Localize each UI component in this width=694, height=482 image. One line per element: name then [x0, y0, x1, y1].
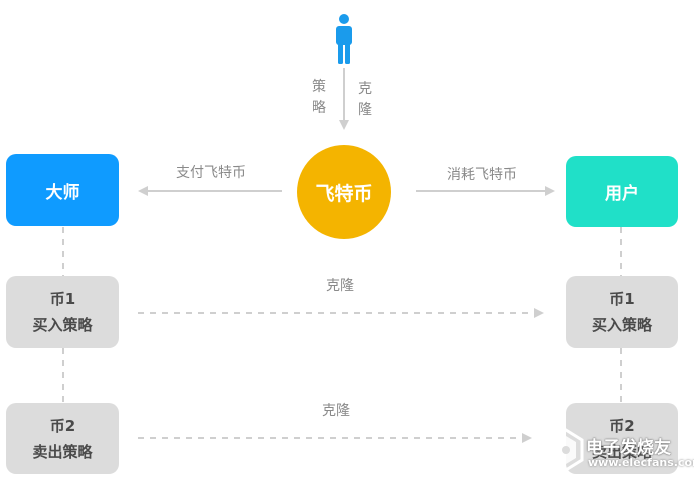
watermark-url: www.elecfans.com — [588, 456, 694, 469]
coin-name: 币1 — [609, 290, 635, 308]
user-node: 用户 — [566, 156, 678, 227]
master-coin1-strategy: 币1 买入策略 — [6, 276, 119, 348]
consume-coin-label: 消耗飞特币 — [447, 167, 517, 183]
user-coin2-strategy: 币2 卖出策略 — [566, 403, 678, 474]
strategy-name: 买入策略 — [32, 316, 93, 334]
coin-node: 飞特币 — [297, 145, 391, 239]
clone-label-row1: 克隆 — [326, 278, 354, 294]
coin-name: 币2 — [49, 416, 76, 435]
user-coin1-strategy: 币1 买入策略 — [566, 276, 678, 348]
strategy-name: 卖出策略 — [591, 442, 652, 461]
master-node: 大师 — [6, 154, 119, 226]
user-label: 用户 — [605, 184, 639, 204]
master-label: 大师 — [45, 182, 80, 203]
master-coin2-strategy: 币2 卖出策略 — [6, 403, 119, 474]
watermark-title: 电子发烧友 — [586, 438, 671, 458]
coin-name: 币1 — [49, 290, 76, 308]
strategy-name: 卖出策略 — [32, 442, 93, 461]
strategy-name: 买入策略 — [591, 316, 652, 334]
pay-coin-label: 支付飞特币 — [176, 165, 246, 181]
person-icon — [336, 14, 352, 64]
electronics-logo-icon — [548, 428, 584, 472]
coin-label: 飞特币 — [315, 182, 373, 205]
strategy-label: 策略 — [312, 79, 326, 116]
clone-label-top: 克隆 — [358, 81, 372, 118]
clone-label-row2: 克隆 — [322, 403, 350, 419]
coin-name: 币2 — [609, 416, 635, 435]
